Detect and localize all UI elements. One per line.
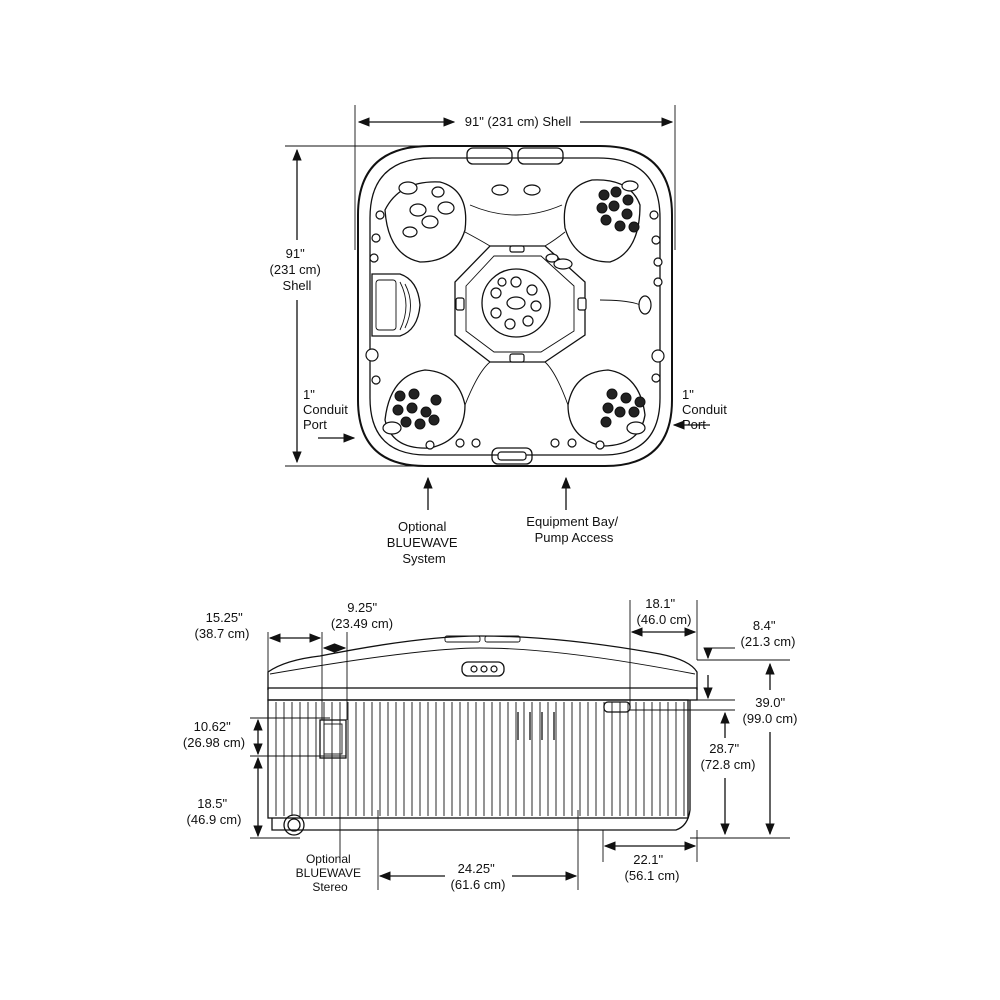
jet-cluster-bottom-right [600,388,646,435]
cabinet-top-rail [267,687,698,701]
seat-divider [544,231,566,247]
dim-8-4-label: 8.4" (21.3 cm) [741,618,796,649]
conduit-port-left-label: 1" Conduit Port [303,387,351,432]
dim-22-1-label: 22.1" (56.1 cm) [625,852,680,883]
pillow-side [444,635,481,643]
jet-icon [553,258,573,270]
jet-icon [504,318,516,330]
dim-18-5-label: 18.5" (46.9 cm) [187,796,242,827]
footwell-inner [465,255,575,353]
jet-icon [491,184,509,196]
bluewave-system-label: Optional BLUEWAVE System [387,519,461,566]
bluewave-stereo-label: Optional BLUEWAVE Stereo [296,852,365,894]
seat-divider [464,231,491,247]
jet-cluster-top-left [398,181,455,238]
seat-divider [544,361,569,406]
cabinet-slats [275,702,685,816]
seat-contour [469,204,563,216]
dim-10-62-label: 10.62" (26.98 cm) [183,719,245,750]
dim-39-0-label: 39.0" (99.0 cm) [743,695,798,726]
pillow [466,147,513,165]
conduit-port-right-label: 1" Conduit Port [682,387,730,432]
jet-icon [490,287,502,299]
skimmer-curve [399,281,407,331]
jet-icon [490,307,502,319]
dim-9-25-label: 9.25" (23.49 cm) [331,600,393,631]
shell-depth-label: 91" (231 cm) Shell [270,246,325,293]
jet-icon [506,296,526,310]
top-profile [267,635,698,690]
stereo-speaker-inner [323,723,343,755]
jet-icon [526,284,538,296]
dim-24-25-label: 24.25" (61.6 cm) [451,861,506,892]
shell-outline [357,145,673,467]
jet-cluster-top-right [596,180,640,233]
conduit-fitting [283,814,305,836]
jet-cluster-bottom-left [382,388,442,435]
skimmer-curve [404,283,411,329]
shell-width-label: 91" (231 cm) Shell [465,114,572,129]
jet-icon [523,184,541,196]
jet-icon [497,277,507,287]
control-panel-display [497,451,527,461]
rim-controls [365,210,665,450]
dim-15-25-label: 15.25" (38.7 cm) [195,610,250,641]
shell-inner-rim [369,157,661,456]
seat-top-right [563,179,641,263]
dim-18-1-label: 18.1" (46.0 cm) [637,596,692,627]
conduit-fitting-inner [287,818,301,832]
stereo-speaker [319,719,347,759]
jet-icon [530,300,542,312]
side-view: 15.25" (38.7 cm) 9.25" (23.49 cm) 10.62"… [183,596,798,894]
jet-icon [510,276,522,288]
dim-28-7-label: 28.7" (72.8 cm) [701,741,756,772]
top-view: 91" (231 cm) Shell 91" (231 cm) Shell [270,105,730,566]
skimmer [371,273,421,337]
jet-icon [522,315,534,327]
filter-lid [375,279,397,331]
pillow-side [484,635,521,643]
seat-divider [464,361,491,406]
pillow [517,147,564,165]
control-panel-side [461,661,505,677]
seat-top-left [384,181,467,263]
cabinet-body [267,699,689,819]
jet-icon [545,253,559,263]
side-port [603,701,631,713]
jet-icon [638,295,652,315]
top-profile-inner [269,647,696,675]
control-panel [491,447,533,465]
control-button-icon [490,665,498,673]
cabinet-base [271,700,691,831]
equipment-bay-label: Equipment Bay/ Pump Access [526,514,621,545]
center-jet-cluster [481,268,551,338]
control-button-icon [480,665,488,673]
control-button-icon [470,665,478,673]
